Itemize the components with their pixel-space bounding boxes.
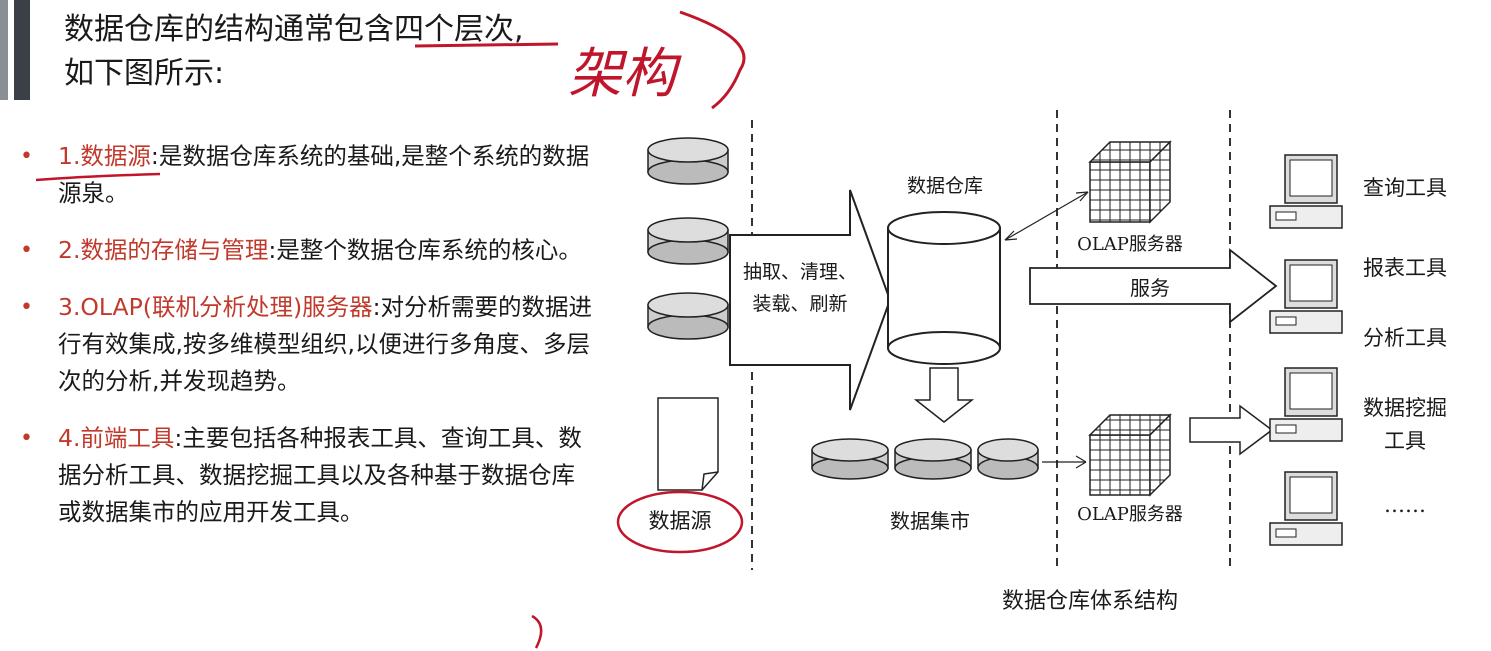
olap-cube-2 (1088, 413, 1172, 497)
slide-accent-bar-light (0, 0, 8, 100)
tool-label-analysis: 分析工具 (1363, 326, 1447, 350)
bullet-text: :主要包括各种报表工具、查询工具、数据分析工具、数据挖掘工具以及各种基于数据仓库… (58, 424, 582, 526)
link-arrowhead-b (1075, 191, 1089, 202)
bracket-stroke (531, 614, 543, 649)
computer-icon-2 (1269, 259, 1343, 334)
tool-label-mining: 数据挖掘 (1363, 396, 1447, 420)
olap-tools-arrow (1189, 404, 1274, 456)
source-disk-1 (647, 137, 729, 185)
datamart-disk-3 (977, 438, 1039, 480)
bullet-dot: • (20, 426, 33, 451)
bullet-item-datasource: • 1.数据源:是数据仓库系统的基础,是整个系统的数据源泉。 (16, 138, 596, 212)
tool-label-report: 报表工具 (1363, 256, 1447, 280)
bullet-item-storage: • 2.数据的存储与管理:是整个数据仓库系统的核心。 (16, 232, 596, 269)
bullet-text: :是整个数据仓库系统的核心。 (268, 236, 582, 264)
underline-stroke (414, 42, 559, 48)
etl-label-line-2: 装载、刷新 (752, 293, 847, 315)
computer-icon-3 (1269, 367, 1343, 442)
bullet-text: :对分析需要的数据进行有效集成,按多维模型组织,以便进行多角度、多层次的分析,并… (58, 293, 593, 395)
bullet-head: 3.OLAP(联机分析处理)服务器 (58, 293, 373, 321)
bullet-dot: • (20, 144, 33, 169)
slide-accent-bar-dark (14, 0, 30, 100)
title-line-1: 数据仓库的结构通常包含四个层次, (64, 12, 524, 47)
source-disk-2 (647, 217, 729, 265)
bullet-item-frontend: • 4.前端工具:主要包括各种报表工具、查询工具、数据分析工具、数据挖掘工具以及… (16, 420, 596, 531)
source-disk-3 (647, 292, 729, 340)
computer-icon-1 (1269, 154, 1343, 229)
service-label: 服务 (1130, 276, 1170, 300)
title-line-2: 如下图所示: (64, 56, 225, 91)
warehouse-cylinder (887, 211, 1001, 365)
bullet-item-olap: • 3.OLAP(联机分析处理)服务器:对分析需要的数据进行有效集成,按多维模型… (16, 289, 596, 400)
link-arrowhead-c (1075, 455, 1087, 469)
olap-server-label-2: OLAP服务器 (1077, 504, 1183, 525)
bullet-list: • 1.数据源:是数据仓库系统的基础,是整个系统的数据源泉。 • 2.数据的存储… (16, 138, 596, 551)
datasource-label: 数据源 (649, 509, 712, 533)
etl-arrow (729, 189, 892, 411)
datasource-circle-mark (616, 490, 744, 554)
service-arrow (1029, 248, 1278, 324)
bullet-head: 2.数据的存储与管理 (58, 236, 269, 264)
datamart-label: 数据集市 (890, 509, 970, 533)
slide-title: 数据仓库的结构通常包含四个层次, 如下图所示: (64, 8, 524, 96)
link-arrowhead-a (1004, 230, 1018, 241)
warehouse-olap-link (1004, 191, 1089, 241)
down-arrow (913, 367, 975, 423)
olap-cube-1 (1088, 140, 1172, 224)
etl-label-line-1: 抽取、清理、 (743, 261, 857, 283)
handwritten-note: 架构 (568, 42, 682, 105)
underline-datasource (35, 172, 161, 182)
computer-icon-4 (1269, 471, 1343, 546)
architecture-diagram: 数据源 抽取、清理、 装载、刷新 数据仓库 数据集市 OLAP服务器 服务 (616, 110, 1447, 614)
bullet-dot: • (20, 238, 33, 263)
handwritten-arrow-stroke (679, 10, 746, 110)
bullet-head: 1.数据源 (58, 142, 151, 170)
tool-label-more: …… (1384, 493, 1426, 517)
bullet-dot: • (20, 295, 33, 320)
olap-server-label-1: OLAP服务器 (1077, 234, 1183, 255)
tool-label-mining-2: 工具 (1384, 429, 1426, 453)
bullet-text: :是数据仓库系统的基础,是整个系统的数据源泉。 (58, 142, 590, 207)
bullet-head: 4.前端工具 (58, 424, 175, 452)
datamart-disk-1 (811, 438, 889, 480)
datamart-disk-2 (894, 438, 972, 480)
diagram-caption: 数据仓库体系结构 (1002, 589, 1178, 614)
warehouse-label: 数据仓库 (907, 175, 983, 197)
source-document-icon (657, 397, 719, 491)
tool-label-query: 查询工具 (1363, 176, 1447, 200)
